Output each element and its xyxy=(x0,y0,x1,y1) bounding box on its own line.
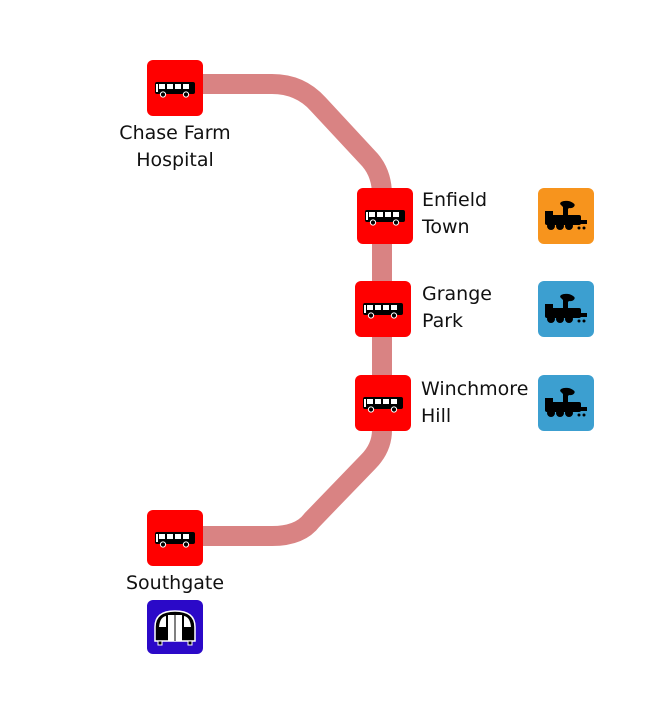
station-name-line: Hospital xyxy=(136,149,214,171)
station-name-line: Park xyxy=(422,310,464,332)
station-name-line: Enfield xyxy=(422,189,488,211)
steam-train-icon xyxy=(545,387,587,417)
station-name-line: Southgate xyxy=(125,572,225,594)
bus-icon xyxy=(154,531,196,548)
bus-icon xyxy=(362,302,404,319)
national-rail-train-icon[interactable] xyxy=(538,375,594,431)
station-label-grange-park: Grange Park xyxy=(422,281,492,335)
station-label-winchmore-hill: Winchmore Hill xyxy=(421,376,528,430)
station-label-chase-farm: Chase Farm Hospital xyxy=(110,120,240,174)
station-name-line: Winchmore xyxy=(421,378,529,400)
underground-icon[interactable] xyxy=(147,600,203,654)
station-name-line: Chase Farm xyxy=(119,122,231,144)
overground-train-icon[interactable] xyxy=(538,188,594,244)
bus-stop-icon-chase-farm[interactable] xyxy=(147,60,203,116)
bus-stop-icon-grange-park[interactable] xyxy=(355,281,411,337)
bus-icon xyxy=(154,81,196,98)
national-rail-train-icon[interactable] xyxy=(538,281,594,337)
bus-stop-icon-southgate[interactable] xyxy=(147,510,203,566)
station-name-line: Grange xyxy=(422,283,492,305)
steam-train-icon xyxy=(545,293,587,323)
bus-stop-icon-enfield-town[interactable] xyxy=(357,188,413,244)
bus-icon xyxy=(362,396,404,413)
tube-train-icon xyxy=(154,610,196,646)
station-label-southgate: Southgate xyxy=(110,570,240,597)
station-name-line: Hill xyxy=(421,405,452,427)
steam-train-icon xyxy=(545,200,587,230)
bus-stop-icon-winchmore-hill[interactable] xyxy=(355,375,411,431)
station-name-line: Town xyxy=(422,216,470,238)
station-label-enfield-town: Enfield Town xyxy=(422,187,487,241)
bus-icon xyxy=(364,209,406,226)
